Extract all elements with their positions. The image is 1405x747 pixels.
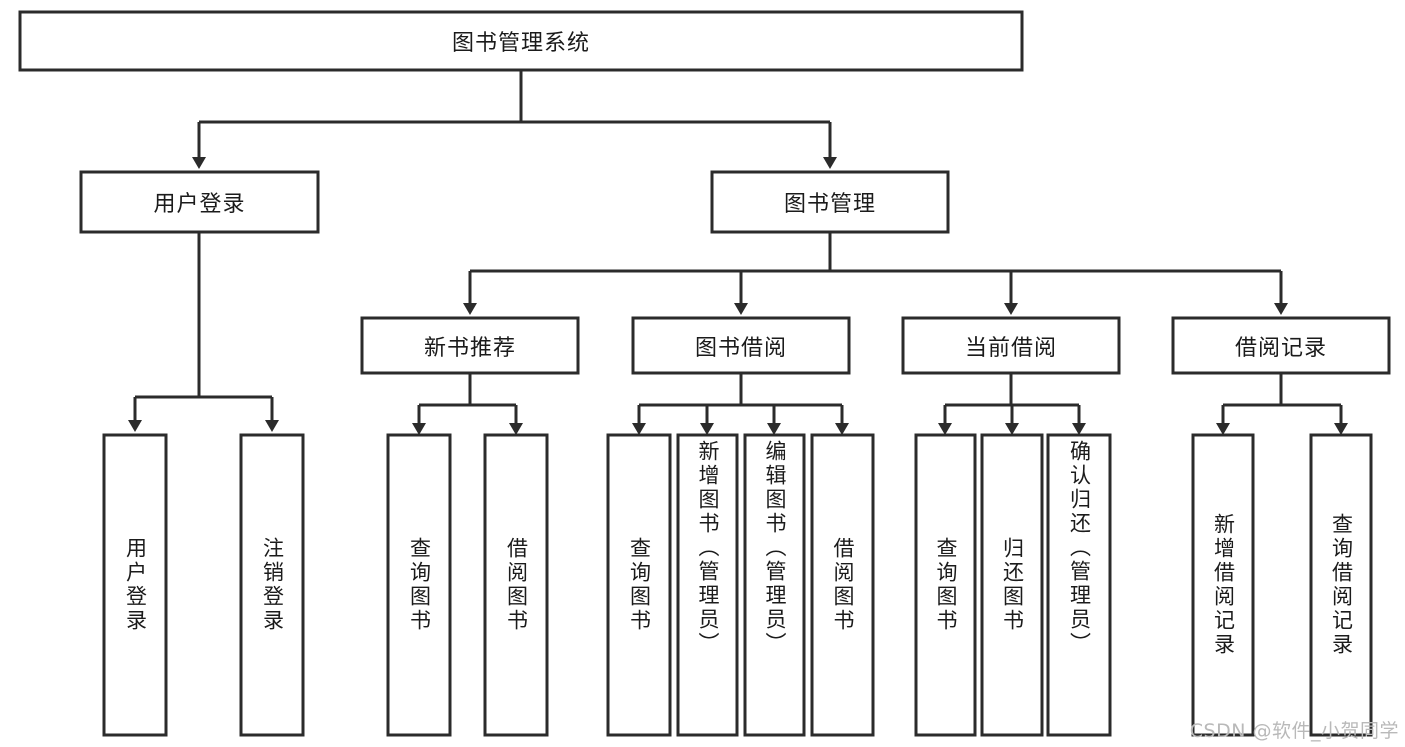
node-box-leaf-borrow-book-2[interactable] [810,433,875,737]
node-box-root[interactable] [18,10,1024,72]
node-box-leaf-query-record[interactable] [1309,433,1373,737]
node-box-leaf-return-book[interactable] [980,433,1044,737]
node-box-leaf-confirm-return[interactable] [1046,433,1112,737]
node-box-leaf-edit-book[interactable] [743,433,806,737]
node-box-leaf-borrow-book-1[interactable] [483,433,549,737]
node-box-leaf-query-book-1[interactable] [386,433,452,737]
node-box-borrow-record[interactable] [1171,316,1391,375]
node-box-user-login[interactable] [79,170,320,234]
node-box-new-book-recommend[interactable] [360,316,580,375]
node-box-leaf-user-login[interactable] [102,433,168,737]
node-box-book-management[interactable] [710,170,950,234]
node-box-book-borrow[interactable] [631,316,851,375]
node-box-current-borrow[interactable] [901,316,1121,375]
node-box-leaf-add-book[interactable] [676,433,739,737]
node-box-leaf-query-book-2[interactable] [606,433,672,737]
node-box-leaf-query-book-3[interactable] [914,433,977,737]
node-box-leaf-add-record[interactable] [1191,433,1255,737]
node-box-leaf-user-logout[interactable] [239,433,305,737]
